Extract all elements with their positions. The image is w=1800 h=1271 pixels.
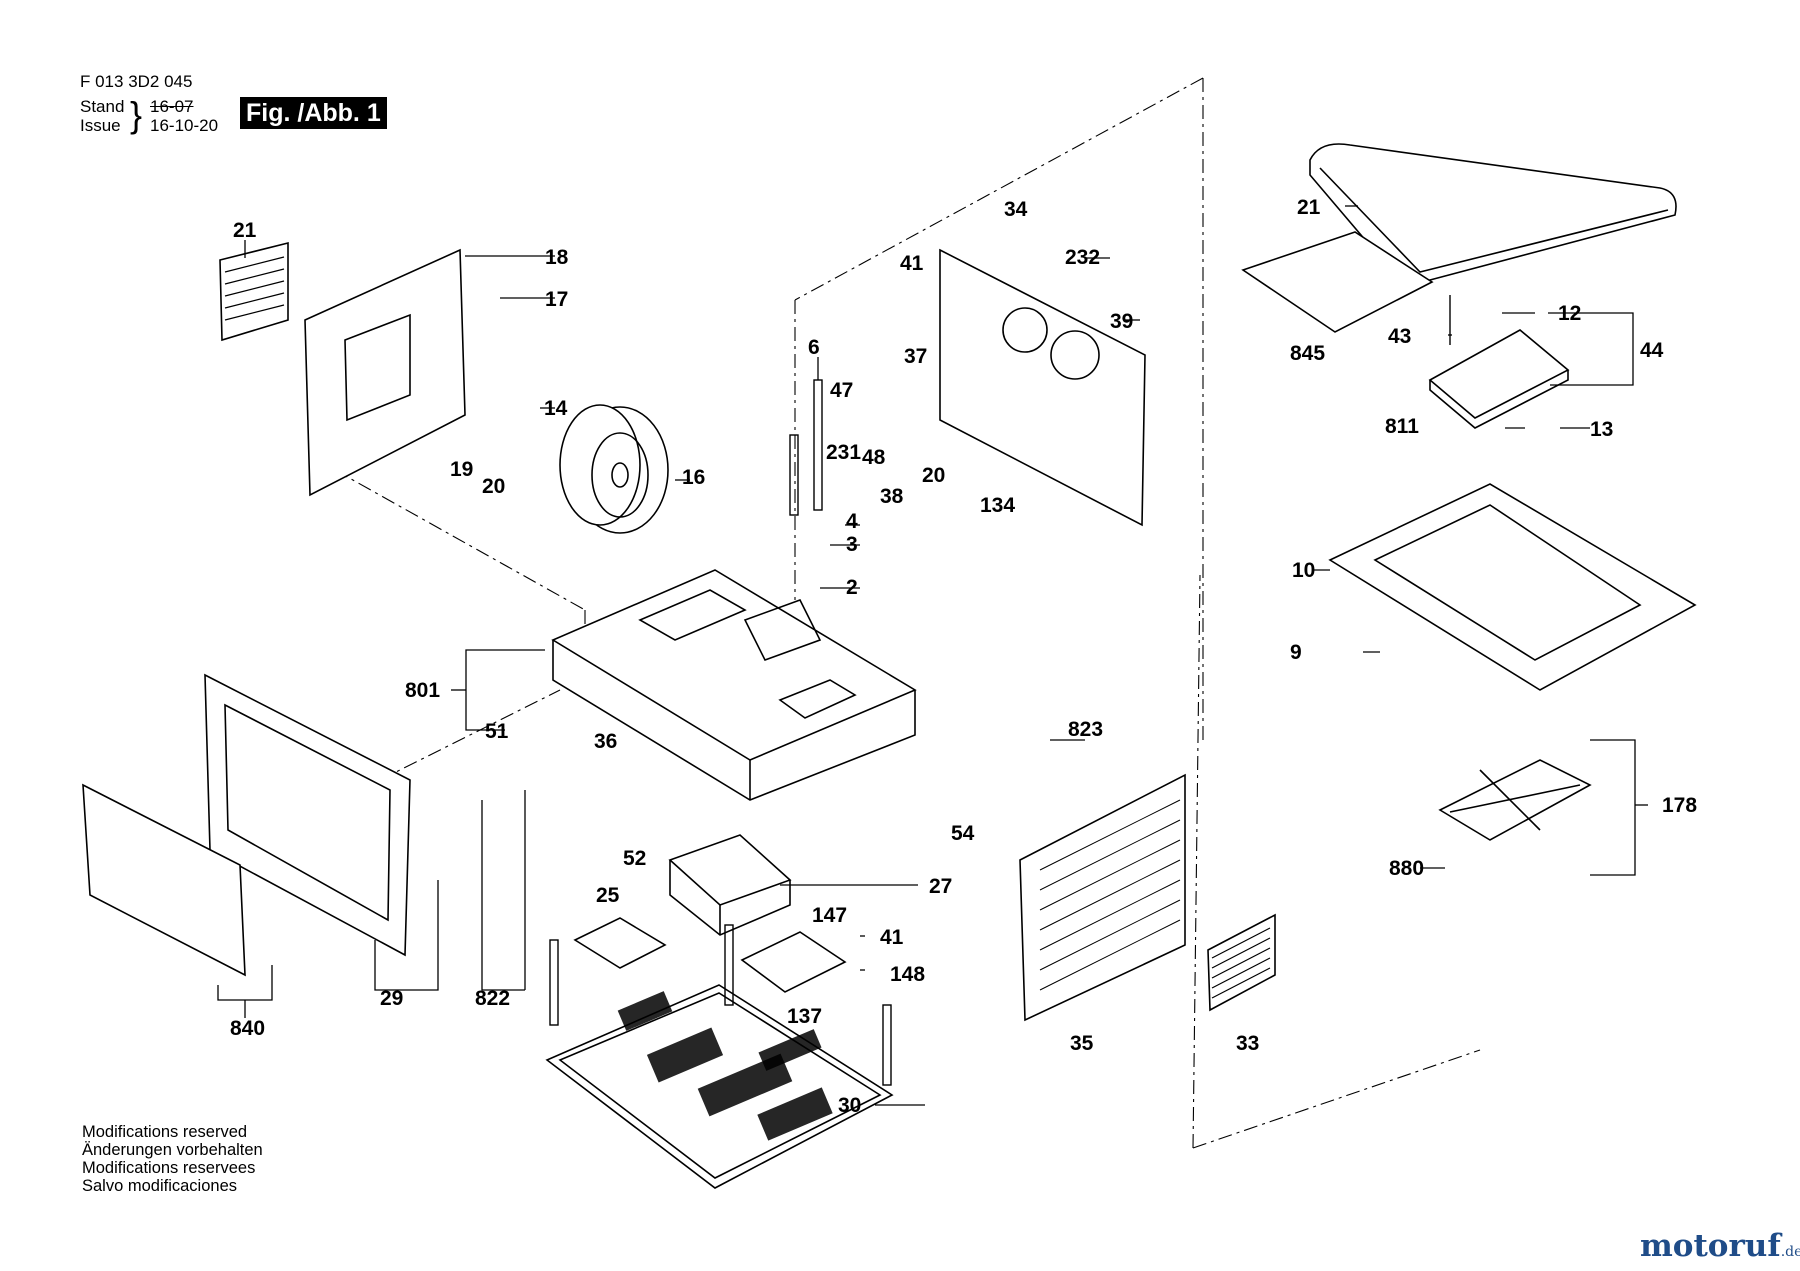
part-number-label: 18 (545, 246, 569, 269)
right-side-panel (1019, 773, 1186, 1022)
part-number-label: 30 (838, 1094, 861, 1117)
part-number-label: 27 (929, 875, 952, 898)
part-number-label: 21 (1297, 196, 1321, 219)
part-number-label: 137 (787, 1005, 822, 1028)
filament-spool (559, 404, 669, 534)
guide-rods (549, 295, 1451, 1086)
build-platform (1428, 329, 1570, 429)
glass-plate (1241, 231, 1434, 333)
issue-date: 16-10-20 (150, 116, 219, 135)
part-number-label: 44 (1640, 339, 1664, 362)
part-number-label: 12 (1558, 302, 1581, 325)
part-number-label: 29 (380, 987, 403, 1010)
vent-grille-right (1207, 913, 1276, 1012)
document-number: F 013 3D2 045 (80, 72, 193, 91)
power-supply-box (668, 834, 792, 936)
watermark-tld: .de (1780, 1244, 1800, 1260)
part-number-label: 38 (880, 485, 904, 508)
part-number-label: 9 (1290, 641, 1302, 664)
control-board (740, 931, 847, 993)
part-number-label: 845 (1290, 342, 1325, 365)
part-number-label: 178 (1662, 794, 1697, 817)
part-number-label: 232 (1065, 246, 1100, 269)
part-number-label: 6 (808, 336, 820, 359)
part-number-label: 54 (951, 822, 975, 845)
part-number-label: 19 (450, 458, 473, 481)
part-number-label: 3 (846, 533, 858, 556)
pcb-board (573, 917, 667, 969)
part-number-label: 880 (1389, 857, 1424, 880)
brace: } (130, 94, 143, 135)
part-number-label: 43 (1388, 325, 1411, 348)
part-number-label: 41 (900, 252, 924, 275)
part-number-label: 20 (482, 475, 505, 498)
z-frame (1328, 483, 1697, 691)
part-number-label: 10 (1292, 559, 1315, 582)
part-number-label: 801 (405, 679, 440, 702)
part-number-label: 52 (623, 847, 646, 870)
part-number-label: 4 (846, 510, 858, 533)
part-number-label: 148 (890, 963, 925, 986)
part-number-label: 20 (922, 464, 945, 487)
part-number-label: 25 (596, 884, 620, 907)
dash-dash-assembly-lines (334, 77, 1481, 1149)
stand-date: 16-07 (150, 97, 194, 116)
part-number-label: 51 (485, 720, 509, 743)
footer-note: Modifications reserved (82, 1123, 248, 1141)
part-number-label: 13 (1590, 418, 1613, 441)
main-housing (551, 569, 917, 801)
part-number-label: 36 (594, 730, 617, 753)
left-side-panel (304, 248, 466, 497)
part-number-label: 811 (1385, 415, 1419, 438)
front-door (82, 783, 246, 977)
part-number-label: 34 (1004, 198, 1028, 221)
part-number-label: 16 (682, 466, 705, 489)
stand-label: Stand (80, 97, 125, 116)
platform-base (1438, 759, 1592, 841)
part-number-label: 48 (862, 446, 886, 469)
part-number-label: 14 (544, 397, 568, 420)
part-number-label: 147 (812, 904, 847, 927)
part-number-label: 39 (1110, 310, 1133, 333)
front-frame (204, 673, 411, 957)
part-number-label: 17 (545, 288, 568, 311)
footer-note: Änderungen vorbehalten (82, 1141, 263, 1159)
part-number-label: 840 (230, 1017, 265, 1040)
vent-grille-left (219, 241, 289, 342)
part-number-label: 21 (233, 219, 257, 242)
figure-label: Fig. /Abb. 1 (240, 97, 387, 129)
part-number-label: 2 (846, 576, 858, 599)
rear-panel (939, 248, 1146, 527)
part-number-label: 134 (980, 494, 1015, 517)
part-number-label: 231 (826, 441, 861, 464)
part-number-label: 41 (880, 926, 904, 949)
part-number-label: 37 (904, 345, 927, 368)
part-number-label: 822 (475, 987, 510, 1010)
watermark-logo: motoruf.de (1640, 1228, 1800, 1264)
part-number-label: 35 (1070, 1032, 1094, 1055)
footer-note: Modifications reservees (82, 1159, 256, 1177)
part-number-label: 47 (830, 379, 853, 402)
watermark-name: motoruf (1640, 1228, 1781, 1264)
part-number-label: 823 (1068, 718, 1103, 741)
leader-lines (217, 205, 1648, 1106)
bottom-perforated-panel (545, 984, 894, 1189)
part-number-label: 33 (1236, 1032, 1259, 1055)
footer-note: Salvo modificaciones (82, 1177, 237, 1195)
issue-label: Issue (80, 116, 121, 135)
